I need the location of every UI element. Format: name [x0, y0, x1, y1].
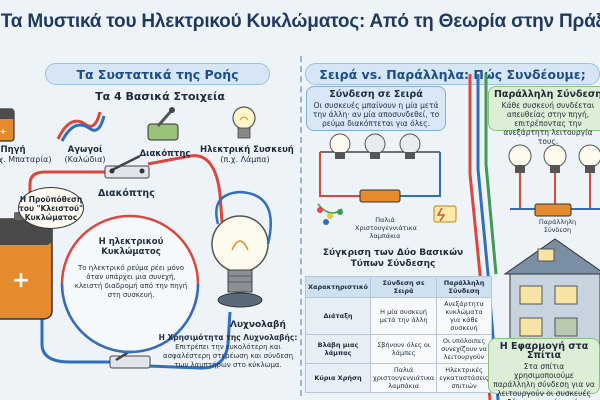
table-row: Κύρια Χρήση Παλιά χριστουγεννιάτικα λαμπ…: [304, 363, 492, 393]
house-title: Η Εφαρμογή στα Σπίτια: [499, 341, 589, 361]
component-source-label: Πηγή(π.χ. Μπαταρία): [0, 145, 52, 164]
component-device-label: Ηλεκτρική Συσκευή(π.χ. Λάμπα): [200, 145, 294, 164]
wire-icon: [56, 111, 106, 142]
bulb-usefulness-title: Η Χρησιμότητα της Λυχνολαβής:: [158, 333, 298, 342]
section-divider: [300, 56, 302, 396]
series-title: Σύνδεση σε Σειρά: [329, 89, 423, 100]
table-header-cell: Σύνδεση σε Σειρά: [370, 276, 438, 298]
house-callout: Η Εφαρμογή στα Σπίτια Στα σπίτια χρησιμο…: [488, 338, 600, 400]
parallel-circuit-label: Παράλληλη Σύνδεση: [538, 218, 577, 234]
comparison-heading: Σύγκριση των Δύο Βασικών Τύπων Σύνδεσης: [322, 248, 464, 269]
components-heading: Τα 4 Βασικά Στοιχεία: [95, 90, 225, 103]
left-illustration: + +: [0, 106, 273, 370]
circuit-switch-label: Διακόπτης: [98, 188, 155, 199]
circuit-switch-icon: [104, 154, 150, 179]
svg-text:+: +: [12, 268, 30, 293]
table-cell: Ηλεκτρικές εγκαταστάσεις σπιτιών: [436, 363, 492, 393]
house-icon: [503, 238, 600, 355]
parallel-text: Κάθε συσκευή συνδέεται απευθείας στην πη…: [501, 101, 595, 146]
parallel-title: Παράλληλη Σύνδεση: [493, 89, 600, 100]
bulb-label: Λυχνολαβή: [230, 320, 286, 330]
left-section-title: Τα Συστατικά της Ροής: [45, 63, 270, 85]
circuit-wire-blue: [40, 314, 110, 364]
table-row: Διάταξη Η μία συσκευή μετά την άλλη Ανεξ…: [304, 297, 492, 335]
table-cell: Παλιά χριστουγεννιάτικα λαμπάκια: [370, 363, 438, 393]
table-cell: Ανεξάρτητα κυκλώματα για κάθε συσκευή: [436, 297, 492, 335]
circuit-wire-blue-2: [147, 311, 232, 370]
table-header-cell: Χαρακτηριστικό: [304, 276, 372, 298]
comparison-table: Χαρακτηριστικό Σύνδεση σε Σειρά Παράλληλ…: [304, 276, 492, 393]
christmas-lights-label: Παλιά Χριστουγεννιάτικα λαμπάκια: [355, 216, 417, 240]
table-cell: Βλάβη μιας λάμπας: [304, 334, 372, 364]
table-cell: Κύρια Χρήση: [304, 363, 372, 393]
component-switch-label: Διακόπτης: [139, 149, 191, 159]
big-battery-icon: +: [0, 212, 53, 320]
loop-title: Η ηλεκτρικού Κυκλώματος: [98, 237, 164, 257]
series-callout: Σύνδεση σε Σειρά Οι συσκευές μπαίνουν η …: [306, 86, 446, 131]
table-header-row: Χαρακτηριστικό Σύνδεση σε Σειρά Παράλληλ…: [304, 276, 492, 298]
christmas-lights-icon: [317, 203, 343, 225]
table-cell: Οι υπόλοιπες συνεχίζουν να λειτουργούν: [436, 334, 492, 364]
closed-circuit-bubble: Η Προϋπόθεση του "Κλειστού" Κυκλώματος: [18, 187, 84, 229]
table-row: Βλάβη μιας λάμπας Σβήνουν όλες οι λάμπες…: [304, 334, 492, 364]
table-header-cell: Παράλληλη Σύνδεση: [436, 276, 492, 298]
bulb-icon: [232, 106, 256, 139]
battery-icon: +: [0, 108, 15, 142]
circuit-wire-red: [28, 170, 105, 219]
component-wires-label: Αγωγοί(Καλώδια): [64, 145, 106, 164]
table-cell: Διάταξη: [304, 297, 372, 335]
bulb-usefulness-text: Επιτρέπει την ευκολότερη και ασφαλέστερη…: [162, 343, 294, 369]
page-title: Τα Μυστικά του Ηλεκτρικού Κυκλώματος: Απ…: [0, 11, 600, 32]
table-cell: Σβήνουν όλες οι λάμπες: [370, 334, 438, 364]
table-cell: Η μία συσκευή μετά την άλλη: [370, 297, 438, 335]
switch-icon: [147, 107, 179, 141]
circuit-wire-red-2: [147, 154, 224, 223]
parallel-bulbs: [508, 144, 600, 217]
svg-text:+: +: [0, 127, 6, 136]
warning-icon: [433, 205, 457, 223]
house-text: Στα σπίτια χρησιμοποιούμε παράλληλη σύνδ…: [493, 362, 595, 400]
loop-text: Το ηλεκτρικό ρεύμα ρέει μόνο όταν υπάρχε…: [74, 264, 188, 299]
big-bulb-icon: [211, 215, 269, 308]
series-bulbs: [319, 133, 441, 203]
right-section-title: Σειρά vs. Παράλληλα: Πώς Συνδέουμε;: [305, 63, 600, 85]
series-text: Οι συσκευές μπαίνουν η μία μετά την άλλη…: [312, 101, 440, 128]
parallel-callout: Παράλληλη Σύνδεση Κάθε συσκευή συνδέεται…: [488, 86, 600, 146]
